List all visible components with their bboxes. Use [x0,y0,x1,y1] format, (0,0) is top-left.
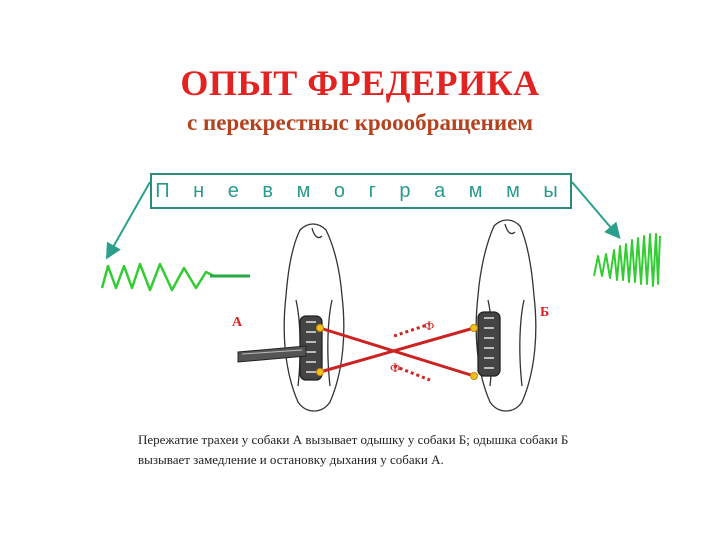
dog-b-head [476,220,536,411]
vessel-label-bottom: Ф [390,360,400,375]
left-pneumogram-wave [102,264,214,290]
right-pneumogram-wave [594,234,660,286]
caption-line-1: Пережатие трахеи у собаки А вызывает оды… [138,430,638,450]
left-arrow [108,182,150,256]
dog-a-label: А [232,315,243,330]
right-arrow [572,182,618,236]
trachea-clamp [238,346,306,362]
dog-a-head [284,224,344,411]
vessel-label-top: Ф [424,318,434,333]
caption: Пережатие трахеи у собаки А вызывает оды… [138,430,638,470]
dog-b-label: Б [540,305,549,320]
caption-line-2: вызывает замедление и остановку дыхания … [138,450,638,470]
